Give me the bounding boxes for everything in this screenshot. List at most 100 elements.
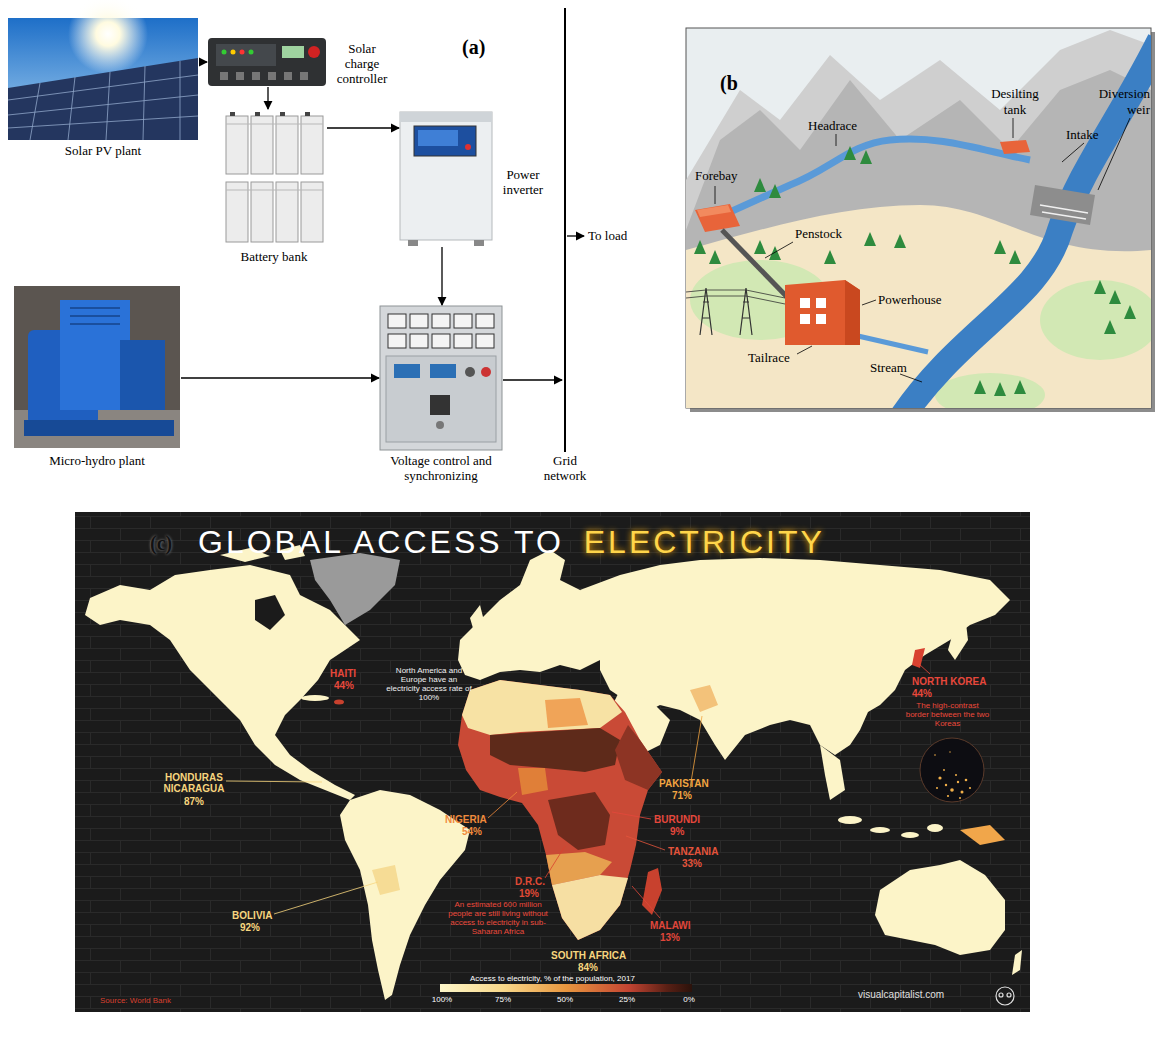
voltage-panel-picture — [388, 314, 494, 348]
hydro-scheme-landscape — [686, 30, 1151, 408]
inverter-picture — [408, 240, 418, 246]
map-leader-line — [626, 836, 665, 850]
node-label: Power inverter — [494, 168, 552, 198]
hydro-scheme-landscape — [994, 240, 1006, 254]
world-map — [580, 558, 1010, 760]
charge-controller-picture — [268, 72, 276, 80]
legend-tick: 100% — [430, 995, 454, 1004]
world-map — [310, 553, 400, 625]
world-map — [372, 865, 400, 895]
charge-controller-picture — [308, 46, 320, 58]
battery-bank-picture — [301, 116, 323, 174]
voltage-panel-picture — [410, 314, 428, 328]
watermark: visualcapitalist.com — [858, 989, 944, 1000]
hydro-scheme-landscape — [900, 40, 1151, 408]
hydro-scheme-landscape — [864, 232, 876, 246]
map-leader-line — [545, 846, 565, 878]
battery-bank-picture — [276, 182, 298, 242]
world-map — [470, 550, 565, 635]
hydro-scheme-landscape — [700, 288, 752, 335]
hydro-scheme-landscape — [694, 240, 706, 254]
hydro-scheme-landscape — [860, 150, 872, 164]
charge-controller-picture — [282, 46, 304, 58]
inverter-picture — [400, 112, 492, 246]
solar-pv-picture — [68, 0, 148, 74]
country-name: D.R.C. — [515, 876, 545, 887]
world-map — [948, 615, 968, 660]
korea-night-inset — [934, 754, 936, 756]
legend-tick: 25% — [615, 995, 639, 1004]
map-leader-line — [274, 882, 378, 914]
map-note: An estimated 600 million people are stil… — [448, 900, 548, 936]
hydro-scheme-landscape — [1014, 380, 1026, 394]
node-label: Solar charge controller — [330, 42, 394, 87]
legend-gradient-bar — [440, 984, 692, 992]
hydro-scheme-landscape — [1104, 320, 1116, 334]
micro-hydro-plant: Micro-hydro plant — [14, 286, 180, 448]
leader-line — [836, 134, 837, 146]
hydro-scheme-landscape — [844, 146, 856, 160]
country-name: HAITI — [330, 668, 356, 679]
legend-gradient-bar — [440, 984, 692, 992]
charge-controller-picture — [220, 72, 228, 80]
inverter-picture — [400, 112, 492, 122]
world-map — [85, 545, 1022, 1000]
hydro-scheme-landscape — [816, 298, 826, 308]
hydro-scheme-landscape — [769, 246, 781, 260]
hydro-scheme-landscape — [816, 314, 826, 324]
micro-hydro-picture — [120, 340, 165, 410]
legend-tick: 75% — [491, 995, 515, 1004]
world-map — [615, 725, 662, 790]
legend-tick: 0% — [677, 995, 701, 1004]
korea-night-inset — [959, 797, 961, 799]
flow-arrow — [267, 87, 268, 109]
solar-pv-plant: Solar PV plant — [8, 18, 198, 140]
brand-logo — [996, 987, 1014, 1005]
legend-tick: 50% — [553, 995, 577, 1004]
access-percent: 44% — [912, 688, 932, 699]
access-percent: 84% — [578, 962, 598, 973]
leader-line — [862, 300, 876, 305]
battery-bank-picture — [251, 116, 273, 174]
world-map — [901, 832, 919, 838]
leader-line — [765, 242, 793, 258]
hydro-scheme-landscape — [800, 314, 810, 324]
panel-letter: (c) — [150, 532, 172, 555]
battery-bank-picture — [305, 112, 310, 116]
voltage-panel-picture — [454, 314, 472, 328]
voltage-panel-picture — [380, 306, 502, 450]
node-label: Grid network — [538, 454, 592, 484]
world-map — [912, 648, 925, 668]
charge-controller-picture — [222, 50, 227, 55]
world-map — [518, 768, 548, 795]
hydro-scheme-landscape — [994, 382, 1006, 396]
world-map — [255, 595, 285, 630]
world-map — [462, 680, 622, 735]
inverter-picture — [400, 112, 492, 240]
charge-controller-picture — [284, 72, 292, 80]
world-map — [1012, 950, 1022, 975]
node-label: Voltage control and synchronizing — [366, 454, 516, 484]
charge-controller-picture — [240, 50, 245, 55]
voltage-panel-picture — [476, 314, 494, 328]
voltage-panel-picture — [388, 334, 406, 348]
brand-logo — [1007, 993, 1011, 997]
world-map — [548, 792, 610, 850]
micro-hydro-picture — [24, 420, 174, 436]
world-map — [545, 698, 588, 728]
load-label: To load — [588, 228, 627, 244]
access-percent: 33% — [682, 858, 702, 869]
leader-line — [1013, 118, 1014, 138]
access-percent: 44% — [334, 680, 354, 691]
hydro-scheme-landscape — [695, 204, 740, 232]
map-background — [75, 512, 1030, 1012]
charge-controller-picture — [252, 72, 260, 80]
hydro-scheme-landscape — [1094, 280, 1106, 294]
country-name: TANZANIA — [668, 846, 718, 857]
charge-controller-picture — [249, 50, 254, 55]
node-label: Solar PV plant — [8, 144, 198, 159]
world-map — [334, 700, 344, 705]
voltage-panel-picture — [476, 334, 494, 348]
world-map — [927, 824, 943, 832]
